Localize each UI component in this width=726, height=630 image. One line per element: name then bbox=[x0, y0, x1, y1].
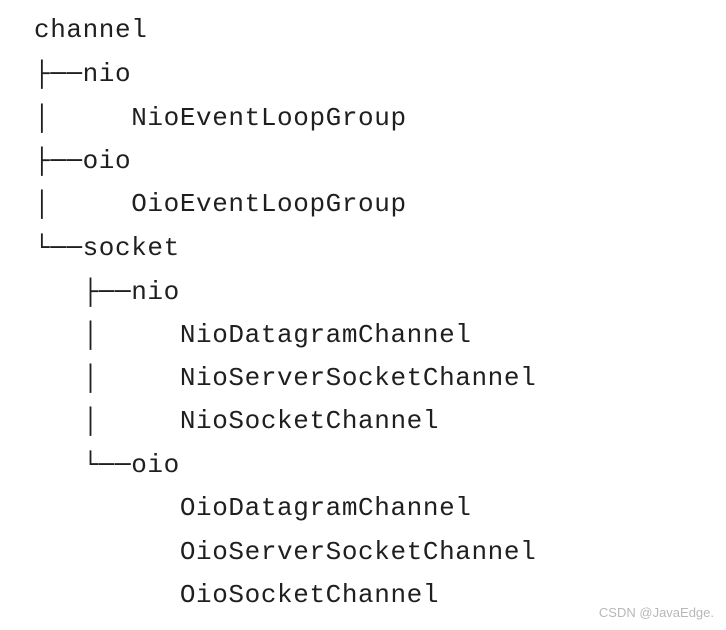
tree-branch-socket-oio: └──oio bbox=[34, 450, 180, 480]
tree-leaf-nioeventloopgroup: │ NioEventLoopGroup bbox=[34, 103, 407, 133]
tree-branch-socket-nio: ├──nio bbox=[34, 277, 180, 307]
tree-branch-oio: ├──oio bbox=[34, 146, 132, 176]
tree-leaf-nioserversocketchannel: │ NioServerSocketChannel bbox=[34, 363, 537, 393]
tree-leaf-oioeventloopgroup: │ OioEventLoopGroup bbox=[34, 189, 407, 219]
tree-leaf-niodatagramchannel: │ NioDatagramChannel bbox=[34, 320, 472, 350]
tree-leaf-oiosocketchannel: OioSocketChannel bbox=[34, 580, 440, 610]
tree-leaf-oioserversocketchannel: OioServerSocketChannel bbox=[34, 537, 537, 567]
tree-branch-socket: └──socket bbox=[34, 233, 180, 263]
tree-leaf-oiodatagramchannel: OioDatagramChannel bbox=[34, 493, 472, 523]
tree-leaf-niosocketchannel: │ NioSocketChannel bbox=[34, 406, 440, 436]
watermark: CSDN @JavaEdge. bbox=[598, 605, 714, 620]
tree-root-channel: channel bbox=[34, 15, 148, 45]
tree-branch-nio: ├──nio bbox=[34, 59, 132, 89]
